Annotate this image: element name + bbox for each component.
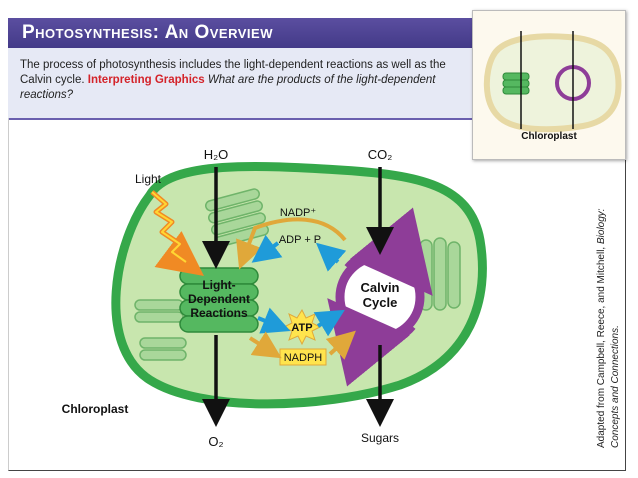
atp-label: ATP bbox=[291, 322, 312, 334]
water-label: H₂O bbox=[204, 147, 229, 162]
page-title: Photosynthesis: An Overview bbox=[22, 22, 273, 43]
header-band: Photosynthesis: An Overview bbox=[8, 18, 478, 48]
light-dependent-label-1: Light- bbox=[202, 278, 235, 292]
adp-arrow bbox=[315, 242, 347, 272]
credit-line-2: Concepts and Connections. bbox=[610, 325, 621, 448]
calvin-label-2: Cycle bbox=[363, 295, 398, 310]
sugars-label: Sugars bbox=[361, 431, 399, 445]
interpreting-graphics-label: Interpreting Graphics bbox=[87, 74, 205, 86]
thylakoid-stack-left bbox=[134, 299, 187, 361]
intro-sentence: The process of photosynthesis includes t… bbox=[20, 59, 446, 86]
diagram-frame bbox=[8, 118, 626, 471]
credit-line: Adapted from Campbell, Reece, and Mitche… bbox=[596, 208, 621, 448]
atp-arrow-out bbox=[313, 309, 345, 337]
nadph-arrow-in bbox=[248, 331, 282, 359]
chloroplast-label: Chloroplast bbox=[62, 402, 129, 416]
inset-label: Chloroplast bbox=[521, 131, 577, 142]
nadph-label: NADPH bbox=[284, 352, 323, 364]
oxygen-label: O₂ bbox=[208, 434, 223, 449]
light-label: Light bbox=[135, 172, 162, 186]
nadp-label: NADP⁺ bbox=[280, 207, 317, 219]
inset-thumbnail: Chloroplast bbox=[472, 10, 626, 160]
adp-label: ADP + P bbox=[279, 234, 321, 246]
intro-box: The process of photosynthesis includes t… bbox=[8, 48, 478, 120]
intro-text: The process of photosynthesis includes t… bbox=[20, 58, 450, 103]
calvin-label-1: Calvin bbox=[360, 280, 399, 295]
light-dependent-label-2: Dependent bbox=[188, 292, 250, 306]
question-text: What are the products of the light-depen… bbox=[20, 74, 436, 101]
nadp-arrow bbox=[236, 217, 347, 270]
light-dependent-stack bbox=[179, 267, 259, 333]
calvin-cycle-arrow-bottom bbox=[327, 298, 416, 387]
credit-line-1: Adapted from Campbell, Reece, and Mitche… bbox=[596, 208, 607, 448]
inset-stack bbox=[502, 72, 530, 95]
nadph-arrow-out bbox=[325, 330, 356, 360]
inset-diagram: Chloroplast bbox=[483, 31, 622, 142]
adp-arrow-2 bbox=[251, 234, 283, 263]
light-dependent-label-3: Reactions bbox=[190, 306, 248, 320]
atp-arrow-in bbox=[257, 307, 291, 334]
co2-label: CO₂ bbox=[368, 147, 393, 162]
thylakoid-stack-right bbox=[419, 237, 461, 311]
inset-membrane bbox=[483, 33, 622, 133]
light-ray-inner bbox=[151, 191, 187, 263]
